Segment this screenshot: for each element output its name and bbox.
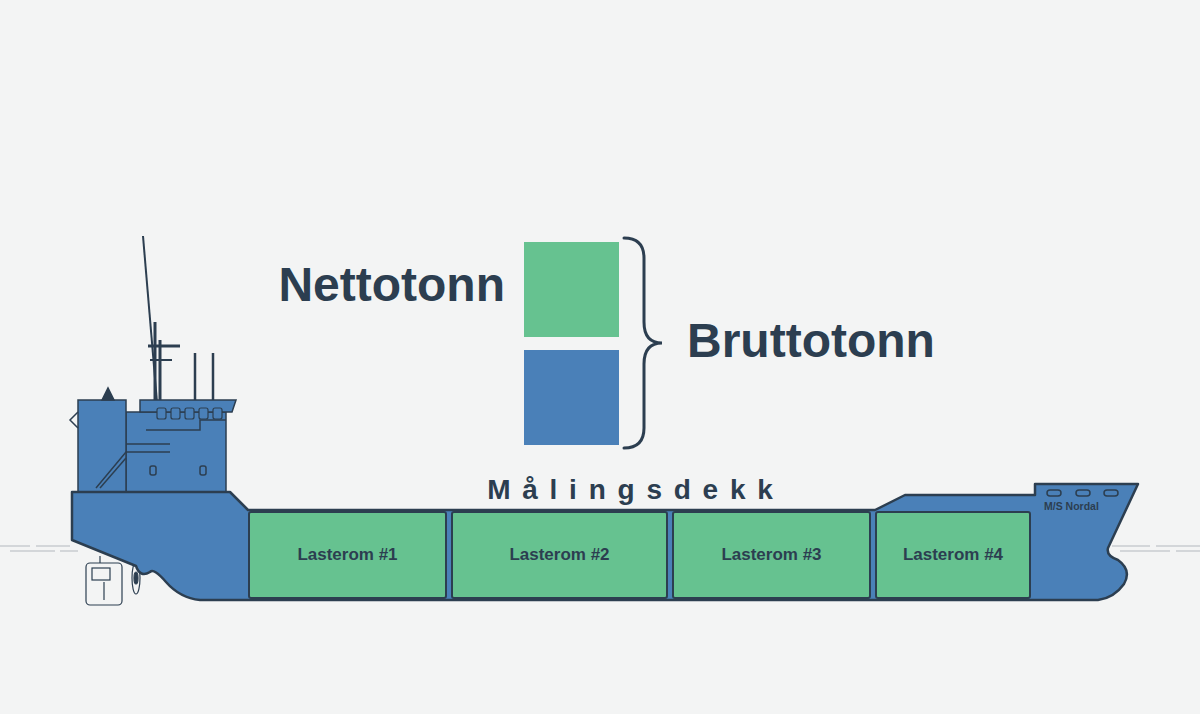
ship-name: M/S Nordal <box>1044 500 1099 512</box>
gross-tonnage-label: Bruttotonn <box>687 313 935 368</box>
portholes <box>1047 490 1118 496</box>
brace <box>624 238 662 448</box>
cargo-hold: Lasterom #1 <box>248 511 447 599</box>
mast <box>143 236 213 402</box>
hold-label: Lasterom #1 <box>297 545 397 565</box>
cargo-hold: Lasterom #4 <box>875 511 1031 599</box>
gross-tonnage-square <box>524 350 619 445</box>
bridge-windows <box>157 408 222 419</box>
hold-label: Lasterom #4 <box>903 545 1003 565</box>
cargo-hold: Lasterom #3 <box>672 511 871 599</box>
net-tonnage-label: Nettotonn <box>278 257 505 312</box>
hold-label: Lasterom #3 <box>721 545 821 565</box>
measurement-deck-label: Målingsdekk <box>420 474 840 506</box>
hold-label: Lasterom #2 <box>509 545 609 565</box>
net-tonnage-square <box>524 242 619 337</box>
superstructure <box>70 388 236 494</box>
cargo-hold: Lasterom #2 <box>451 511 668 599</box>
